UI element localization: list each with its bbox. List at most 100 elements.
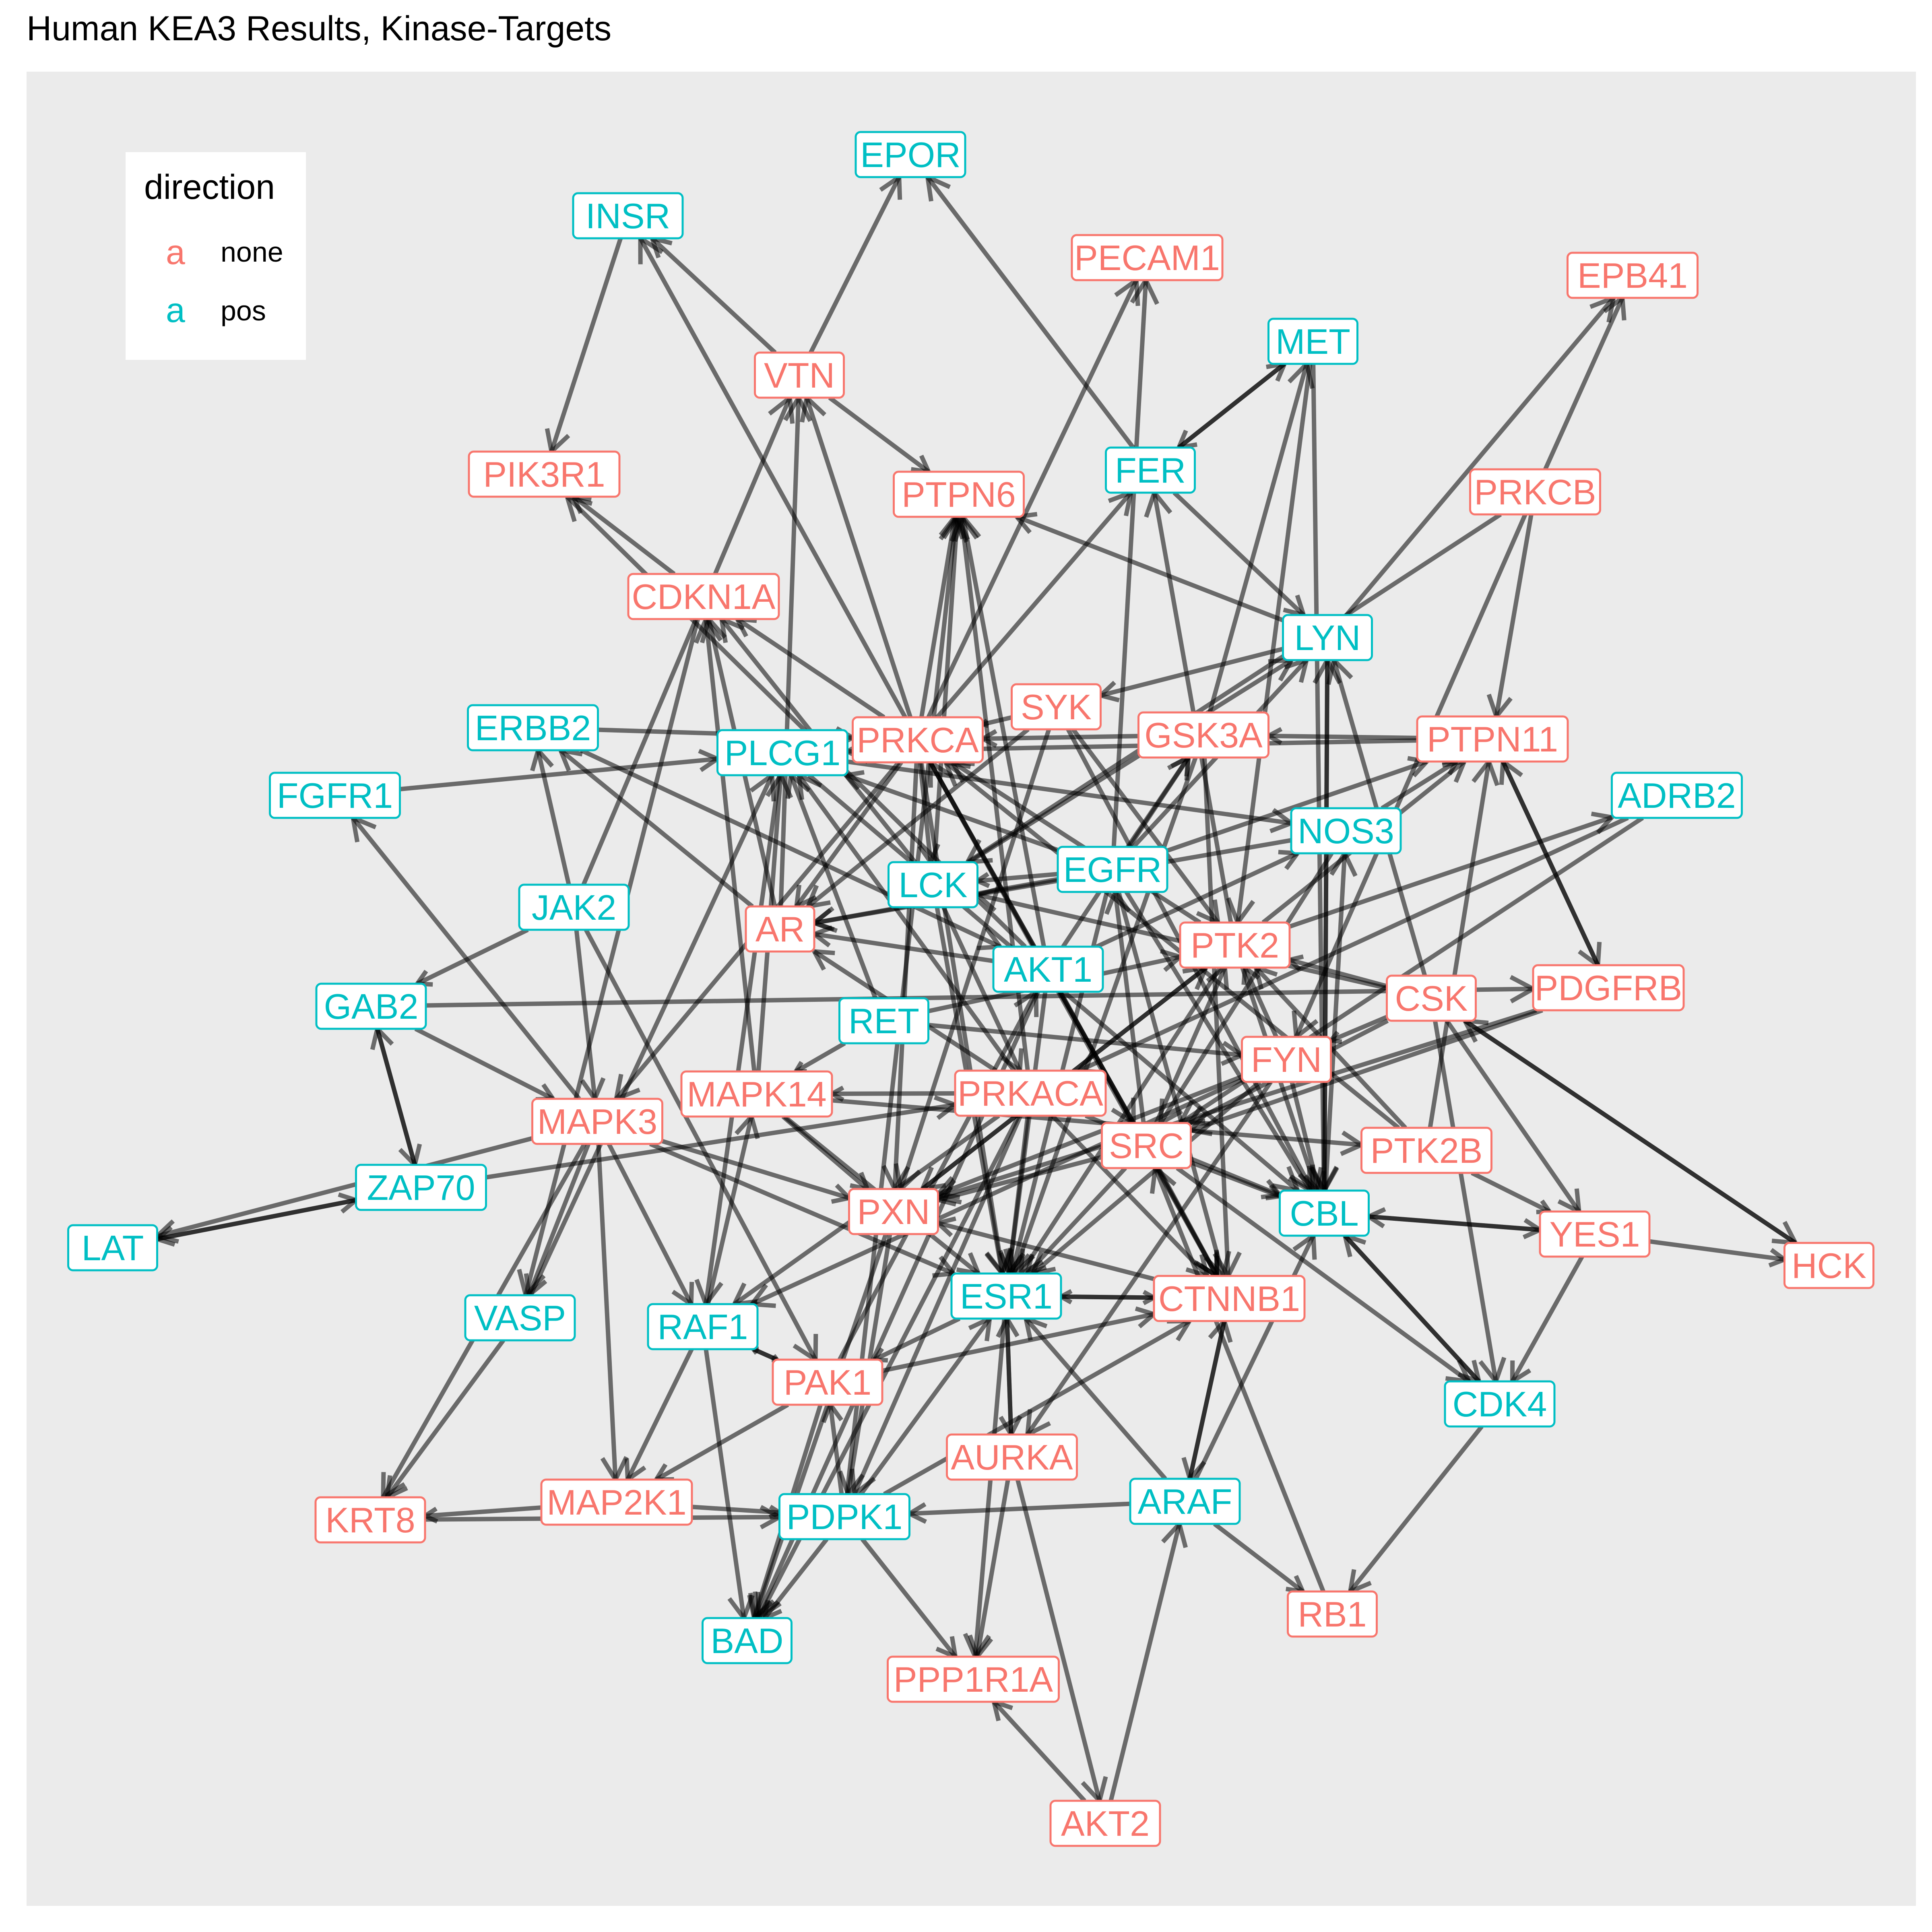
node-label-box xyxy=(1539,1210,1651,1258)
node-cdkn1a: CDKN1A xyxy=(627,573,780,620)
node-label-box xyxy=(1282,614,1373,661)
node-label-box xyxy=(468,450,621,498)
node-label: RET xyxy=(848,1001,919,1041)
node-prkca: PRKCA xyxy=(852,716,984,764)
node-ctnnb1: CTNNB1 xyxy=(1153,1275,1306,1322)
node-label: PECAM1 xyxy=(1074,238,1220,278)
node-label-box xyxy=(1416,715,1569,763)
node-label: LYN xyxy=(1294,618,1361,658)
node-label: MAPK3 xyxy=(537,1102,657,1141)
node-syk: SYK xyxy=(1011,683,1102,731)
node-lat: LAT xyxy=(67,1224,158,1271)
node-label-box xyxy=(887,1655,1060,1703)
node-label-box xyxy=(67,1224,158,1271)
node-label: ZAP70 xyxy=(367,1168,475,1208)
node-label-box xyxy=(572,192,684,239)
node-label-box xyxy=(1469,468,1601,516)
node-label-box xyxy=(1611,772,1743,819)
node-epb41: EPB41 xyxy=(1567,252,1699,299)
node-label-box xyxy=(540,1478,693,1526)
node-label-box xyxy=(1101,1122,1192,1169)
node-label-box xyxy=(1153,1275,1306,1322)
node-label-box xyxy=(778,1493,910,1540)
node-label: MAP2K1 xyxy=(547,1482,686,1522)
node-akt1: AKT1 xyxy=(992,945,1104,993)
node-label-box xyxy=(1360,1127,1492,1174)
node-label: ARAF xyxy=(1138,1482,1232,1521)
node-pdgfrb: PDGFRB xyxy=(1532,964,1685,1011)
node-label: PRKCA xyxy=(857,720,978,760)
node-label: MET xyxy=(1276,322,1350,361)
node-label-box xyxy=(716,729,848,776)
node-label-box xyxy=(1241,1036,1332,1083)
node-cbl: CBL xyxy=(1279,1189,1370,1237)
node-label-box xyxy=(1129,1478,1241,1525)
node-vasp: VASP xyxy=(464,1294,576,1342)
node-label: RB1 xyxy=(1298,1594,1366,1634)
node-label: CBL xyxy=(1290,1193,1358,1233)
node-lyn: LYN xyxy=(1282,614,1373,661)
node-lck: LCK xyxy=(888,861,978,908)
node-raf1: RAF1 xyxy=(647,1303,759,1350)
node-bad: BAD xyxy=(702,1617,793,1664)
node-label: AKT1 xyxy=(1004,949,1092,989)
node-gsk3a: GSK3A xyxy=(1137,711,1269,759)
node-map2k1: MAP2K1 xyxy=(540,1478,693,1526)
node-label-box xyxy=(1049,1800,1161,1847)
node-label: SRC xyxy=(1109,1126,1184,1166)
node-label: CTNNB1 xyxy=(1158,1279,1300,1319)
node-insr: INSR xyxy=(572,192,684,239)
node-label-box xyxy=(855,131,966,178)
node-label-box xyxy=(1137,711,1269,759)
node-label: AURKA xyxy=(951,1437,1073,1477)
node-label-box xyxy=(852,716,984,764)
node-label-box xyxy=(464,1294,576,1342)
node-label: PIK3R1 xyxy=(483,454,605,494)
node-nos3: NOS3 xyxy=(1290,807,1402,855)
node-label-box xyxy=(893,471,1025,518)
node-label: PTK2B xyxy=(1371,1131,1483,1170)
node-fer: FER xyxy=(1105,446,1196,494)
node-src: SRC xyxy=(1101,1122,1192,1169)
node-label-box xyxy=(627,573,780,620)
node-label-box xyxy=(355,1164,487,1211)
node-label: BAD xyxy=(711,1621,784,1661)
node-adrb2: ADRB2 xyxy=(1611,772,1743,819)
node-label-box xyxy=(1071,234,1224,281)
node-rb1: RB1 xyxy=(1287,1590,1378,1638)
node-label: FGFR1 xyxy=(277,776,393,815)
node-label-box xyxy=(1287,1590,1378,1638)
node-csk: CSK xyxy=(1386,974,1477,1022)
node-label: INSR xyxy=(586,196,670,236)
node-label: PXN xyxy=(857,1192,930,1232)
node-label-box xyxy=(647,1303,759,1350)
node-ptk2b: PTK2B xyxy=(1360,1127,1492,1174)
node-label-box xyxy=(772,1358,883,1406)
legend-label-none: none xyxy=(221,236,283,268)
node-label-box xyxy=(531,1098,663,1145)
node-label-box xyxy=(950,1272,1062,1320)
node-label-box xyxy=(269,772,401,819)
node-label: CDK4 xyxy=(1453,1384,1547,1424)
node-label-box xyxy=(467,704,599,751)
node-label: HCK xyxy=(1792,1246,1866,1286)
node-jak2: JAK2 xyxy=(518,883,630,931)
node-pak1: PAK1 xyxy=(772,1358,883,1406)
node-label: PTK2 xyxy=(1191,925,1279,965)
node-label-box xyxy=(888,861,978,908)
node-ptpn11: PTPN11 xyxy=(1416,715,1569,763)
node-ret: RET xyxy=(838,997,929,1044)
node-label: CSK xyxy=(1395,978,1468,1018)
legend: direction a none a pos xyxy=(126,152,306,360)
node-gab2: GAB2 xyxy=(315,983,427,1030)
node-label-box xyxy=(754,351,845,399)
node-label-box xyxy=(838,997,929,1044)
node-label-box xyxy=(954,1069,1107,1117)
node-label: AR xyxy=(755,909,805,949)
node-aurka: AURKA xyxy=(946,1433,1078,1481)
node-label: PRKCB xyxy=(1474,472,1596,512)
node-label-box xyxy=(992,945,1104,993)
node-egfr: EGFR xyxy=(1057,846,1168,893)
node-label: EGFR xyxy=(1063,850,1162,890)
